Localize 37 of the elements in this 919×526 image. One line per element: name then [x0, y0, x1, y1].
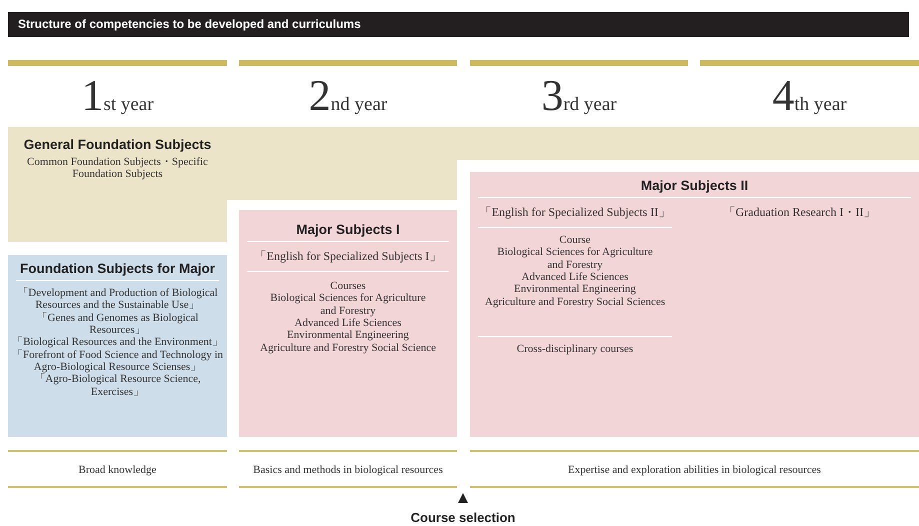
- subject-name: 「Graduation Research I・II」: [722, 204, 876, 221]
- subject-text: 「Biological Resources and the Environment」: [11, 336, 224, 349]
- box-heading: General Foundation Subjects: [22, 136, 212, 154]
- subject-text: Courses: [329, 280, 367, 292]
- subject-text: Agriculture and Forestry Social Sciences: [484, 296, 666, 308]
- subject-text: 「Forefront of Food Science and Technology in Agro-Biological Resource Scienses」: [10, 348, 224, 373]
- title-bar: Structure of competencies to be developed and curriculums: [8, 12, 909, 37]
- subject-text: Agriculture and Forestry Social Science: [259, 342, 437, 354]
- caption-label: Course selection: [410, 510, 516, 525]
- subject-text: Common Foundation Subjects・Specific Foundation Subjects: [26, 156, 209, 181]
- subject-box: [8, 255, 227, 437]
- year-heading: 1st year: [81, 70, 154, 121]
- subject-text: Advanced Life Sciences: [294, 316, 402, 330]
- year-heading: 3rd year: [541, 70, 617, 121]
- subject-text: Environmental Engineering: [286, 329, 410, 342]
- subject-text: Biological Sciences for Agriculture and Forestry: [496, 246, 654, 271]
- subject-name: 「English for Specialized Subjects I」: [254, 248, 442, 265]
- year-heading: 4th year: [772, 70, 847, 121]
- subject-text: 「Development and Production of Biological Resources and the Sustainable Use」: [16, 287, 219, 312]
- subject-text: Course: [558, 234, 592, 246]
- subject-box: [470, 172, 919, 437]
- subject-text: Cross-disciplinary courses: [516, 342, 634, 356]
- subject-box: [239, 210, 457, 437]
- box-heading: Foundation Subjects for Major: [19, 260, 216, 278]
- subject-text: 「Agro-Biological Resource Science, Exercises」: [33, 373, 202, 398]
- competency-label: Expertise and exploration abilities in biological resources: [568, 463, 821, 478]
- subject-name: 「English for Specialized Subjects II」: [478, 204, 672, 221]
- subject-text: Environmental Engineering: [513, 283, 637, 296]
- box-heading: Major Subjects I: [295, 221, 401, 239]
- box-heading: Major Subjects II: [640, 177, 750, 195]
- subject-text: Advanced Life Sciences: [520, 270, 630, 284]
- competency-label: Broad knowledge: [78, 463, 156, 478]
- year-heading: 2nd year: [308, 70, 388, 121]
- subject-text: 「Genes and Genomes as Biological Resources」: [36, 312, 200, 336]
- subject-band: [8, 127, 919, 242]
- subject-text: Biological Sciences for Agriculture and Forestry: [269, 292, 427, 317]
- competency-label: Basics and methods in biological resources: [253, 463, 443, 478]
